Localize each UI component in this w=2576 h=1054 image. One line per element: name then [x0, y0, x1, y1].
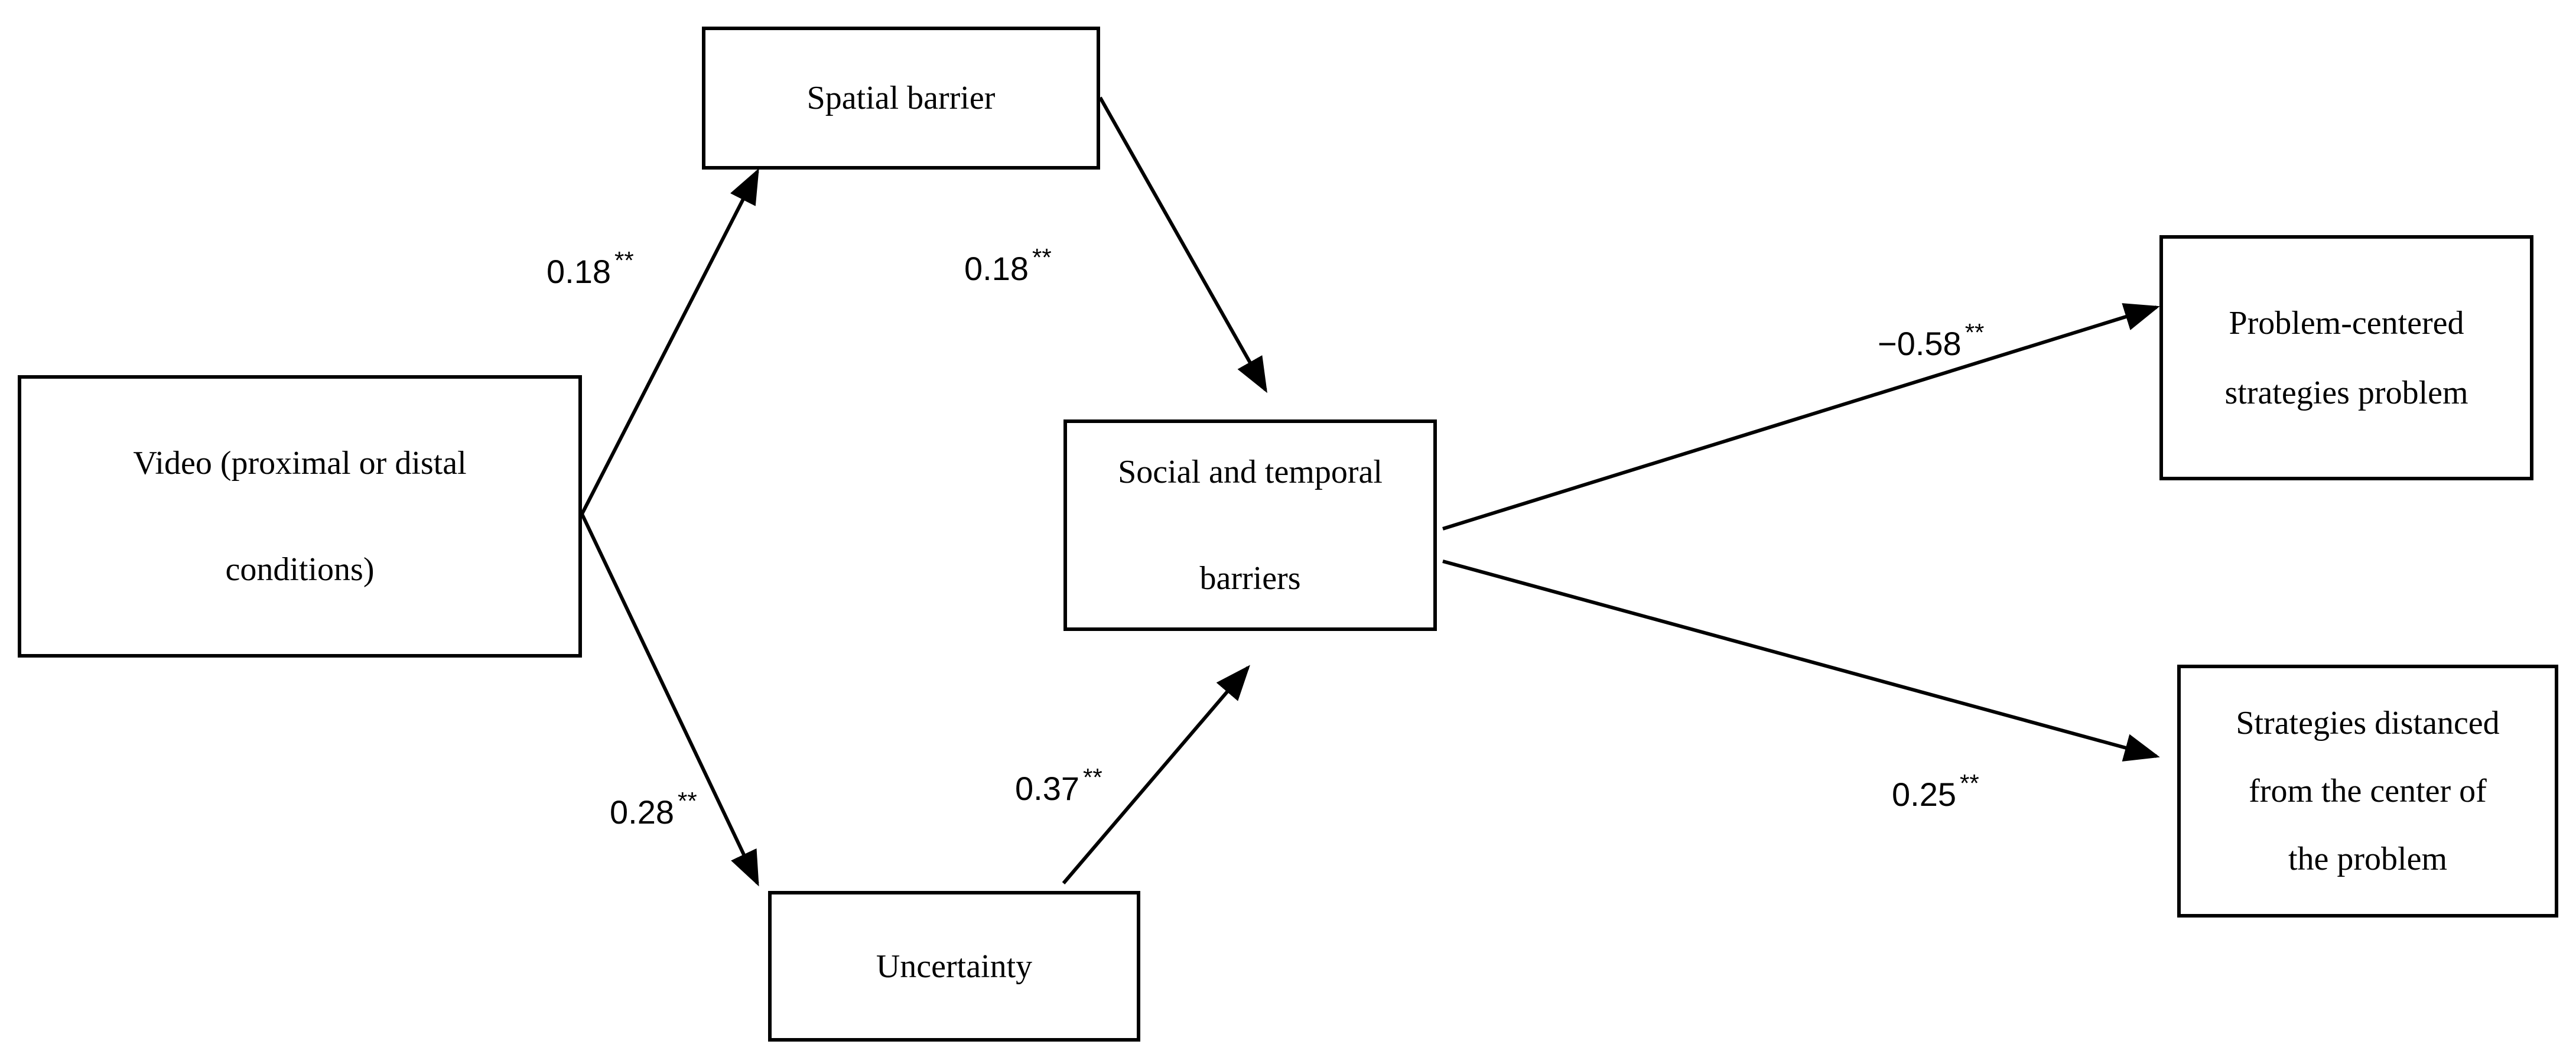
arrow-video-to-spatial — [580, 168, 759, 515]
arrow-uncertainty-to-social — [1062, 665, 1250, 884]
coef-video-uncertainty-value: 0.28 — [610, 793, 674, 831]
arrow-spatial-to-social — [1098, 96, 1267, 393]
node-spatial-barrier-label: Spatial barrier — [806, 80, 996, 116]
node-problem-centered-strategies: Problem-centered strategies problem — [2159, 235, 2533, 480]
coef-social-problem-centered-value: −0.58 — [1878, 325, 1962, 362]
node-distanced-strategies: Strategies distanced from the center of … — [2177, 665, 2558, 918]
node-social-temporal-barriers: Social and temporal barriers — [1063, 419, 1437, 631]
coef-uncertainty-social-value: 0.37 — [1015, 770, 1079, 807]
coef-video-spatial: 0.18** — [547, 248, 634, 288]
coef-uncertainty-social: 0.37** — [1015, 765, 1102, 805]
node-distanced-strategies-label: Strategies distanced from the center of … — [2236, 704, 2500, 877]
node-video: Video (proximal or distal conditions) — [18, 375, 582, 658]
node-social-temporal-barriers-label: Social and temporal barriers — [1118, 454, 1383, 597]
arrow-social-to-distanced — [1442, 559, 2160, 762]
node-spatial-barrier: Spatial barrier — [702, 27, 1100, 170]
coef-social-problem-centered: −0.58** — [1878, 320, 1984, 360]
coef-spatial-social-value: 0.18 — [964, 250, 1029, 287]
coef-video-uncertainty-stars: ** — [678, 787, 697, 815]
arrow-social-to-problem-centered — [1442, 303, 2160, 531]
arrow-video-to-uncertainty — [580, 513, 759, 887]
node-problem-centered-strategies-label: Problem-centered strategies problem — [2224, 304, 2468, 411]
coef-social-distanced-value: 0.25 — [1892, 776, 1956, 813]
coef-spatial-social-stars: ** — [1032, 243, 1052, 271]
coef-spatial-social: 0.18** — [964, 245, 1052, 285]
node-video-label: Video (proximal or distal conditions) — [133, 445, 467, 588]
node-uncertainty-label: Uncertainty — [876, 948, 1033, 985]
coef-video-spatial-value: 0.18 — [547, 253, 611, 290]
coef-video-uncertainty: 0.28** — [610, 789, 697, 829]
coef-social-problem-centered-stars: ** — [1964, 318, 1985, 346]
coef-social-distanced: 0.25** — [1892, 771, 1979, 811]
coef-video-spatial-stars: ** — [614, 246, 634, 274]
coef-social-distanced-stars: ** — [1960, 769, 1979, 797]
coef-uncertainty-social-stars: ** — [1083, 763, 1102, 791]
node-uncertainty: Uncertainty — [768, 891, 1140, 1042]
